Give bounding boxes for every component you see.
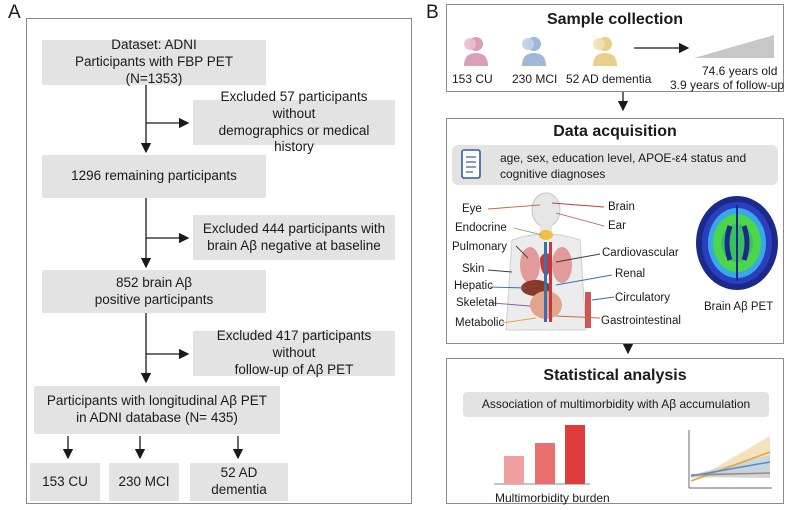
excluded-2-line-1: Excluded 444 participants with xyxy=(202,220,386,236)
excluded-1-line-1: Excluded 57 participants without xyxy=(220,88,368,121)
excluded-1-line-2: demographics or medical history xyxy=(218,122,370,155)
excluded-3-line-2: follow-up of Aβ PET xyxy=(234,361,354,377)
blue-line xyxy=(690,461,771,477)
followup-text: 3.9 years of follow-up xyxy=(670,78,785,92)
organ-label-eye: Eye xyxy=(462,203,482,215)
statistical-analysis-title: Statistical analysis xyxy=(543,367,687,384)
data-acquisition-title: Data acquisition xyxy=(553,123,677,140)
skeletal-connector xyxy=(491,302,531,307)
organ-label-hepatic: Hepatic xyxy=(454,280,493,292)
person-icon-cu xyxy=(464,37,488,66)
gastrointestinal-connector xyxy=(555,315,601,319)
organ-label-circulatory: Circulatory xyxy=(615,292,670,304)
group-label-mci: 230 MCI xyxy=(512,72,558,86)
brain-pet-image xyxy=(696,196,778,290)
longitudinal-line-1: Participants with longitudinal Aβ PET xyxy=(46,393,268,409)
group-label-cu: 153 CU xyxy=(452,72,493,86)
ear-connector xyxy=(555,212,605,227)
association-text: Association of multimorbidity with Aβ ac… xyxy=(481,397,751,411)
group-label-ad: 52 AD dementia xyxy=(566,72,652,86)
organ-label-endocrine: Endocrine xyxy=(455,222,507,234)
mci-box: 230 MCI xyxy=(109,463,179,501)
remaining-text: 1296 remaining participants xyxy=(71,168,237,184)
age-text: 74.6 years old xyxy=(702,64,778,78)
multimorbidity-burden-label: Multimorbidity burden xyxy=(495,491,610,505)
excluded-3-line-1: Excluded 417 participants without xyxy=(216,328,372,361)
eye-connector xyxy=(487,204,541,210)
dataset-line-2: Participants with FBP PET (N=1353) xyxy=(74,54,234,86)
remaining-box: 1296 remaining participants xyxy=(42,155,266,198)
cu-box: 153 CU xyxy=(30,463,100,501)
cu-text: 153 CU xyxy=(42,473,88,489)
organ-label-metabolic: Metabolic xyxy=(455,317,505,329)
renal-connector xyxy=(555,274,613,286)
ad-text: 52 AD dementia xyxy=(211,465,267,497)
circulatory-connector xyxy=(591,296,615,301)
document-icon xyxy=(461,149,481,179)
organ-label-skin: Skin xyxy=(462,263,485,275)
statistical-analysis-frame: Statistical analysis xyxy=(446,358,784,504)
brain-pet-label: Brain Aβ PET xyxy=(704,301,774,313)
cardiovascular-connector xyxy=(555,253,601,263)
pulmonary-connector xyxy=(515,245,529,259)
organ-label-brain: Brain xyxy=(608,201,635,213)
sample-collection-title: Sample collection xyxy=(546,11,684,28)
dataset-line-1: Dataset: ADNI xyxy=(111,37,197,53)
organ-label-renal: Renal xyxy=(615,268,646,280)
positive-line-1: 852 brain Aβ xyxy=(115,274,193,290)
panel-a-letter: A xyxy=(8,2,21,23)
bar-mid xyxy=(535,443,555,484)
orange-line xyxy=(690,451,771,482)
person-icon-mci xyxy=(522,37,546,66)
organ-label-cardiovascular: Cardiovascular xyxy=(602,247,679,259)
organ-label-pulmonary: Pulmonary xyxy=(452,241,507,253)
info-box: age, sex, education level, APOE-ε4 statu… xyxy=(452,145,778,185)
sample-collection-frame: Sample collection xyxy=(446,4,784,92)
organ-label-skeletal: Skeletal xyxy=(456,297,497,309)
bar-low xyxy=(504,456,524,484)
organ-label-gastrointestinal: Gastrointestinal xyxy=(601,315,681,327)
skin-connector xyxy=(487,269,513,273)
panel-b-letter: B xyxy=(426,2,439,23)
accumulation-line-plot xyxy=(688,430,772,489)
excluded-2-line-2: brain Aβ negative at baseline xyxy=(207,237,381,253)
gray-band xyxy=(691,468,770,478)
multimorbidity-bar-chart xyxy=(494,425,590,485)
longitudinal-line-2: in ADNI database (N= 435) xyxy=(76,410,238,425)
organ-label-ear: Ear xyxy=(608,220,626,232)
endocrine-connector xyxy=(513,227,543,236)
info-text: age, sex, education level, APOE-ε4 statu… xyxy=(500,151,747,181)
bar-high xyxy=(565,425,585,484)
person-icon-ad xyxy=(593,37,617,66)
mci-text: 230 MCI xyxy=(118,473,170,489)
association-box: Association of multimorbidity with Aβ ac… xyxy=(463,392,769,417)
gray-line xyxy=(690,472,771,476)
ad-box: 52 AD dementia xyxy=(190,463,288,501)
positive-line-2: positive participants xyxy=(94,291,214,307)
time-wedge xyxy=(694,35,774,58)
hepatic-connector xyxy=(489,286,527,289)
metabolic-connector xyxy=(501,317,537,324)
brain-connector xyxy=(551,202,605,208)
